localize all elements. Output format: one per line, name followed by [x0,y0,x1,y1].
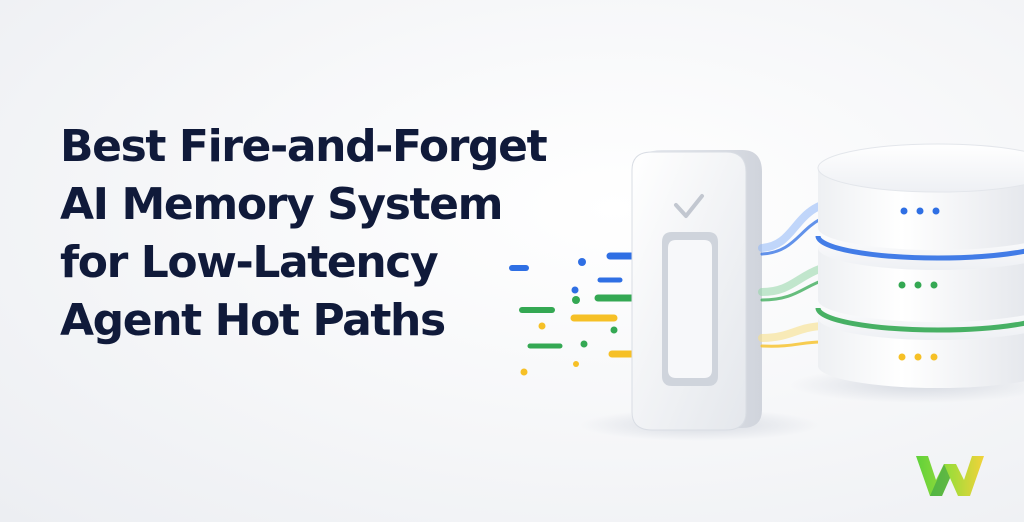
headline-line-3: for Low-Latency [60,237,439,288]
memory-server-stack [815,143,1024,388]
checkmark-icon [674,194,704,218]
write-gate [631,150,762,431]
headline-line-1: Best Fire-and-Forget [60,121,548,172]
w-logo-icon [916,456,984,496]
server-tier-top [817,143,1024,250]
headline-line-4: Agent Hot Paths [60,295,446,346]
headline: Best Fire-and-Forget AI Memory System fo… [60,118,620,350]
headline-line-2: AI Memory System [60,179,503,230]
